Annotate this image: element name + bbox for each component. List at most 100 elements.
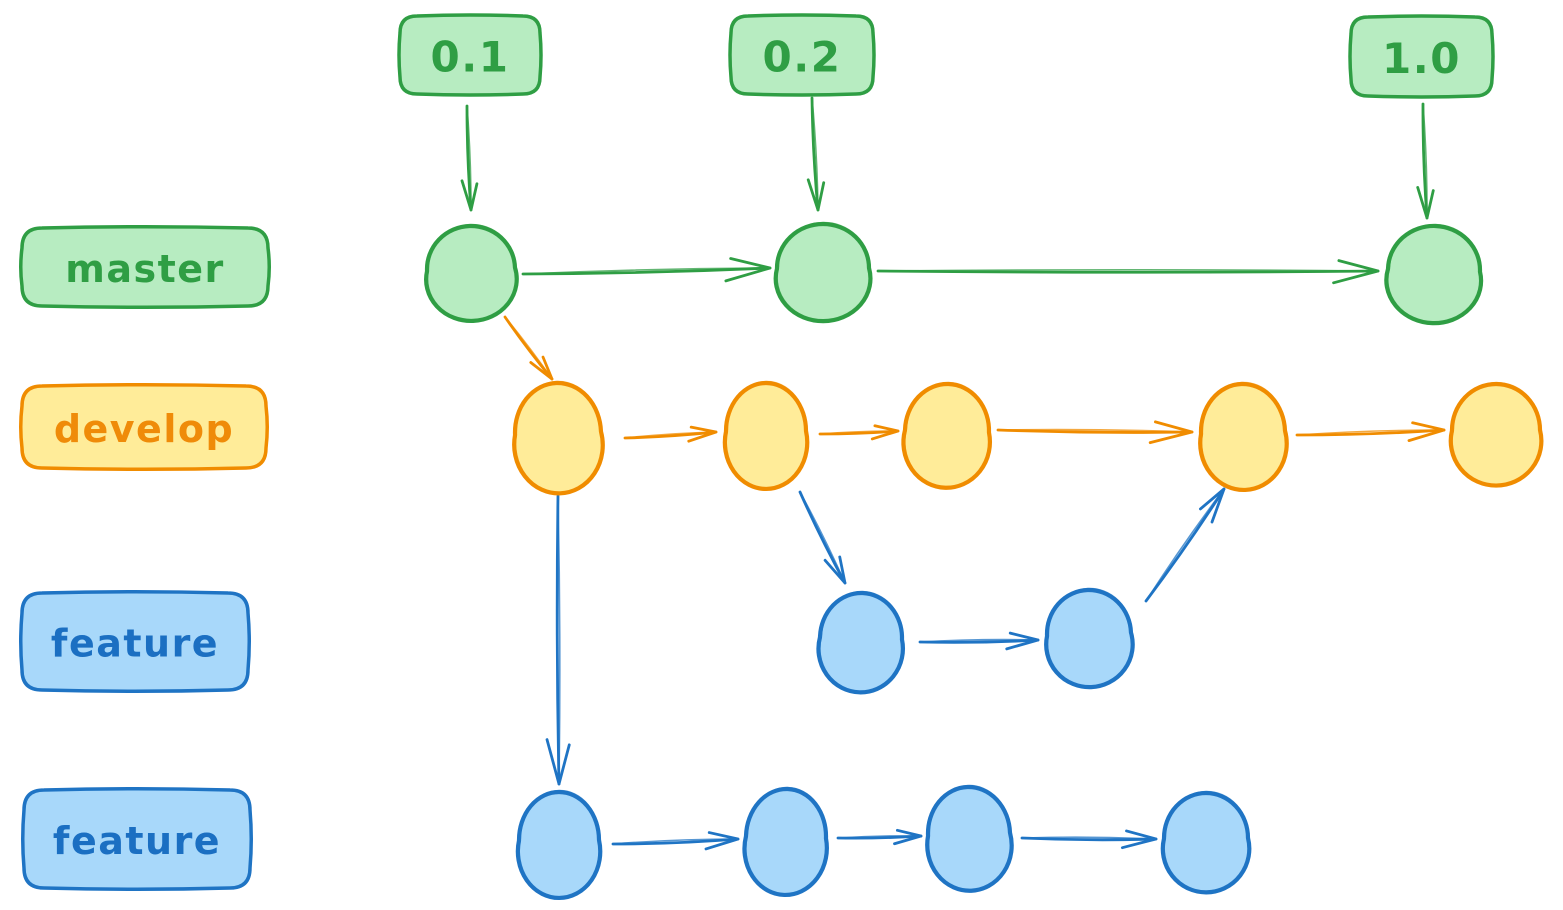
arrow-shaft — [557, 495, 561, 785]
arrow-shaft — [611, 837, 740, 846]
arrow-develop-c1-to-develop-c2[interactable] — [623, 425, 718, 443]
arrow-shaft — [799, 491, 846, 584]
commit-node-feature2-c1[interactable] — [515, 789, 603, 901]
arrow-shaft — [624, 431, 717, 439]
commit-node-feature2-c2[interactable] — [742, 786, 830, 898]
commit-circle-sketch-stroke — [745, 786, 829, 896]
arrow-shaft — [612, 838, 739, 845]
arrow-shaft — [1295, 428, 1446, 437]
release-tag-0-2[interactable]: 0.2 — [728, 13, 876, 97]
release-tag-1-0[interactable]: 1.0 — [1348, 14, 1495, 99]
arrow-master-c2-to-master-c3[interactable] — [876, 259, 1380, 285]
commit-node-master-c2[interactable] — [773, 221, 873, 324]
commit-node-feature2-c3[interactable] — [925, 784, 1014, 893]
arrow-shaft — [877, 268, 1379, 272]
commit-node-develop-c1[interactable] — [512, 380, 605, 496]
commit-node-master-c3[interactable] — [1384, 223, 1484, 326]
arrow-shaft — [1296, 429, 1445, 436]
arrow-head — [1148, 420, 1194, 445]
commit-circle-sketch-stroke — [819, 590, 905, 693]
arrow-shaft — [522, 267, 771, 275]
arrow-head — [687, 425, 718, 443]
arrow-develop-c1-to-feature2-c1[interactable] — [545, 494, 571, 786]
arrow-feature2-c2-to-feature2-c3[interactable] — [836, 828, 923, 846]
branch-label-box — [19, 225, 271, 309]
branch-label-feature-1[interactable]: feature — [19, 590, 251, 693]
release-tag-label: 0.2 — [763, 33, 842, 82]
arrow-head — [1332, 259, 1380, 285]
commit-node-feature2-c4[interactable] — [1160, 790, 1252, 895]
arrow-head — [1416, 186, 1435, 220]
commit-circle-sketch-stroke — [1163, 790, 1251, 893]
arrow-develop-c3-to-develop-c4[interactable] — [996, 420, 1194, 445]
release-tag-box — [1348, 14, 1495, 99]
commit-circle — [1198, 381, 1289, 493]
commit-node-develop-c2[interactable] — [722, 380, 810, 492]
arrow-develop-c2-to-feature1-c1[interactable] — [798, 490, 847, 585]
arrow-tag-01-to-master-c1[interactable] — [460, 104, 479, 212]
arrow-tag-02-to-master-c2[interactable] — [806, 96, 826, 212]
arrow-shaft — [1144, 487, 1226, 603]
arrow-shaft — [1020, 836, 1158, 842]
commit-node-master-c1[interactable] — [424, 223, 519, 324]
branch-label-text: develop — [54, 407, 234, 451]
arrow-shaft — [521, 266, 772, 276]
arrow-develop-c4-to-develop-c5[interactable] — [1295, 421, 1446, 443]
arrow-shaft — [819, 430, 899, 435]
release-tag-0-1[interactable]: 0.1 — [397, 13, 543, 97]
arrow-head — [724, 257, 772, 283]
commit-circle — [1160, 790, 1252, 895]
arrow-develop-c2-to-develop-c3[interactable] — [818, 424, 900, 441]
branch-label-box — [19, 383, 269, 471]
branch-label-master[interactable]: master — [19, 225, 271, 309]
arrow-master-c1-to-master-c2[interactable] — [521, 257, 772, 283]
arrow-master-c1-to-develop-c1[interactable] — [503, 315, 554, 381]
branch-label-text: master — [65, 247, 225, 291]
commit-node-develop-c4[interactable] — [1198, 381, 1289, 493]
arrow-shaft — [1422, 103, 1428, 219]
branch-label-develop[interactable]: develop — [19, 383, 269, 471]
branch-label-box — [19, 590, 251, 693]
release-tag-label: 0.1 — [431, 33, 510, 82]
arrow-shaft — [996, 428, 1194, 434]
arrow-shaft — [810, 96, 820, 212]
commit-circle-sketch-stroke — [514, 380, 604, 494]
commit-circle-sketch-stroke — [1046, 587, 1134, 688]
arrow-feature1-c2-to-develop-c4[interactable] — [1144, 487, 1226, 603]
commit-circle-sketch-stroke — [518, 789, 602, 899]
arrow-feature2-c3-to-feature2-c4[interactable] — [1020, 829, 1158, 850]
arrow-feature1-c1-to-feature1-c2[interactable] — [918, 631, 1040, 651]
commit-circle-sketch-stroke — [904, 381, 992, 489]
release-tag-label: 1.0 — [1382, 34, 1461, 83]
branch-label-feature-2[interactable]: feature — [21, 787, 253, 891]
commit-circle-sketch-stroke — [776, 221, 872, 322]
arrow-shaft — [997, 428, 1193, 433]
arrow-tag-10-to-master-c3[interactable] — [1416, 102, 1435, 220]
commit-node-develop-c5[interactable] — [1448, 381, 1544, 488]
commit-node-feature1-c2[interactable] — [1044, 587, 1135, 690]
arrow-shaft — [1021, 836, 1157, 840]
arrow-head — [460, 179, 479, 212]
arrow-head — [1120, 829, 1158, 850]
arrow-shaft — [919, 638, 1039, 643]
arrow-head — [806, 178, 826, 212]
release-tag-box — [397, 13, 543, 97]
arrow-feature2-c1-to-feature2-c2[interactable] — [611, 831, 740, 851]
arrow-head — [529, 355, 554, 381]
commit-circle-sketch-stroke — [1387, 223, 1483, 324]
arrow-shaft — [837, 835, 922, 839]
branch-label-text: feature — [51, 622, 219, 666]
arrow-shaft — [918, 638, 1040, 644]
branch-label-text: feature — [53, 819, 221, 863]
arrow-head — [1407, 421, 1446, 443]
commit-node-feature1-c1[interactable] — [816, 590, 906, 695]
release-tag-box — [728, 13, 876, 97]
arrow-head — [1005, 631, 1040, 651]
arrow-shaft — [1145, 488, 1225, 602]
arrow-head — [823, 555, 847, 585]
commit-circle-sketch-stroke — [426, 223, 518, 322]
arrow-head — [870, 424, 900, 441]
commit-node-develop-c3[interactable] — [901, 381, 993, 490]
